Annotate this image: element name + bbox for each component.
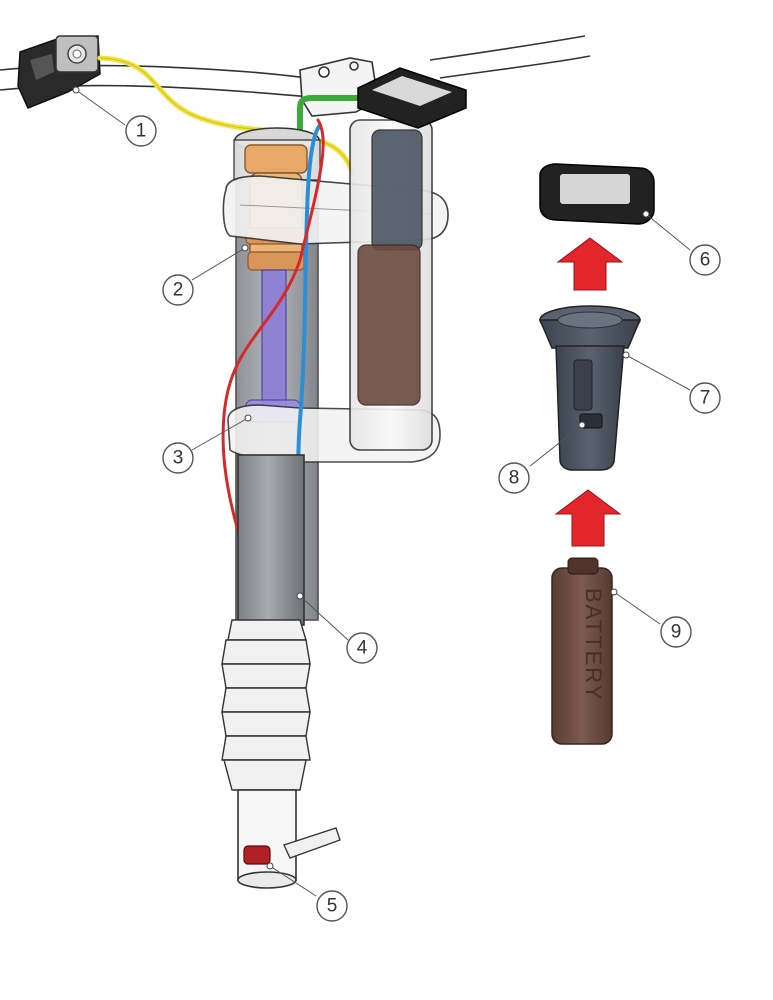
wire-green (297, 95, 361, 133)
callout-7: 7 (689, 382, 721, 414)
seatpost-lower (237, 454, 305, 626)
svg-text:9: 9 (671, 622, 682, 643)
svg-text:1: 1 (136, 121, 147, 142)
bellows (221, 619, 311, 791)
svg-text:7: 7 (700, 388, 711, 409)
callout-leaders (75, 89, 691, 897)
svg-text:3: 3 (173, 448, 184, 469)
assembly-arrow-upper (556, 237, 624, 291)
display-head-mounted (357, 67, 467, 129)
svg-text:8: 8 (509, 468, 520, 489)
callout-8: 8 (498, 462, 530, 494)
callout-9: 9 (660, 616, 692, 648)
battery: BATTERY (551, 557, 613, 745)
callout-4: 4 (346, 632, 378, 664)
callout-5: 5 (316, 890, 348, 922)
battery-holder (538, 305, 642, 471)
svg-text:2: 2 (173, 280, 184, 301)
svg-text:5: 5 (327, 896, 338, 917)
assembly-arrow-lower (554, 489, 622, 547)
display-cap (539, 163, 655, 225)
callout-anchor-dots (72, 86, 650, 870)
display-tube (349, 119, 433, 451)
battery-label: BATTERY (581, 588, 606, 701)
callout-3: 3 (162, 442, 194, 474)
callout-1: 1 (125, 115, 157, 147)
svg-text:4: 4 (357, 638, 368, 659)
remote-lever (17, 35, 101, 109)
callout-2: 2 (162, 274, 194, 306)
callout-6: 6 (689, 244, 721, 276)
seatpost-bottom (237, 789, 341, 889)
svg-text:6: 6 (700, 250, 711, 271)
